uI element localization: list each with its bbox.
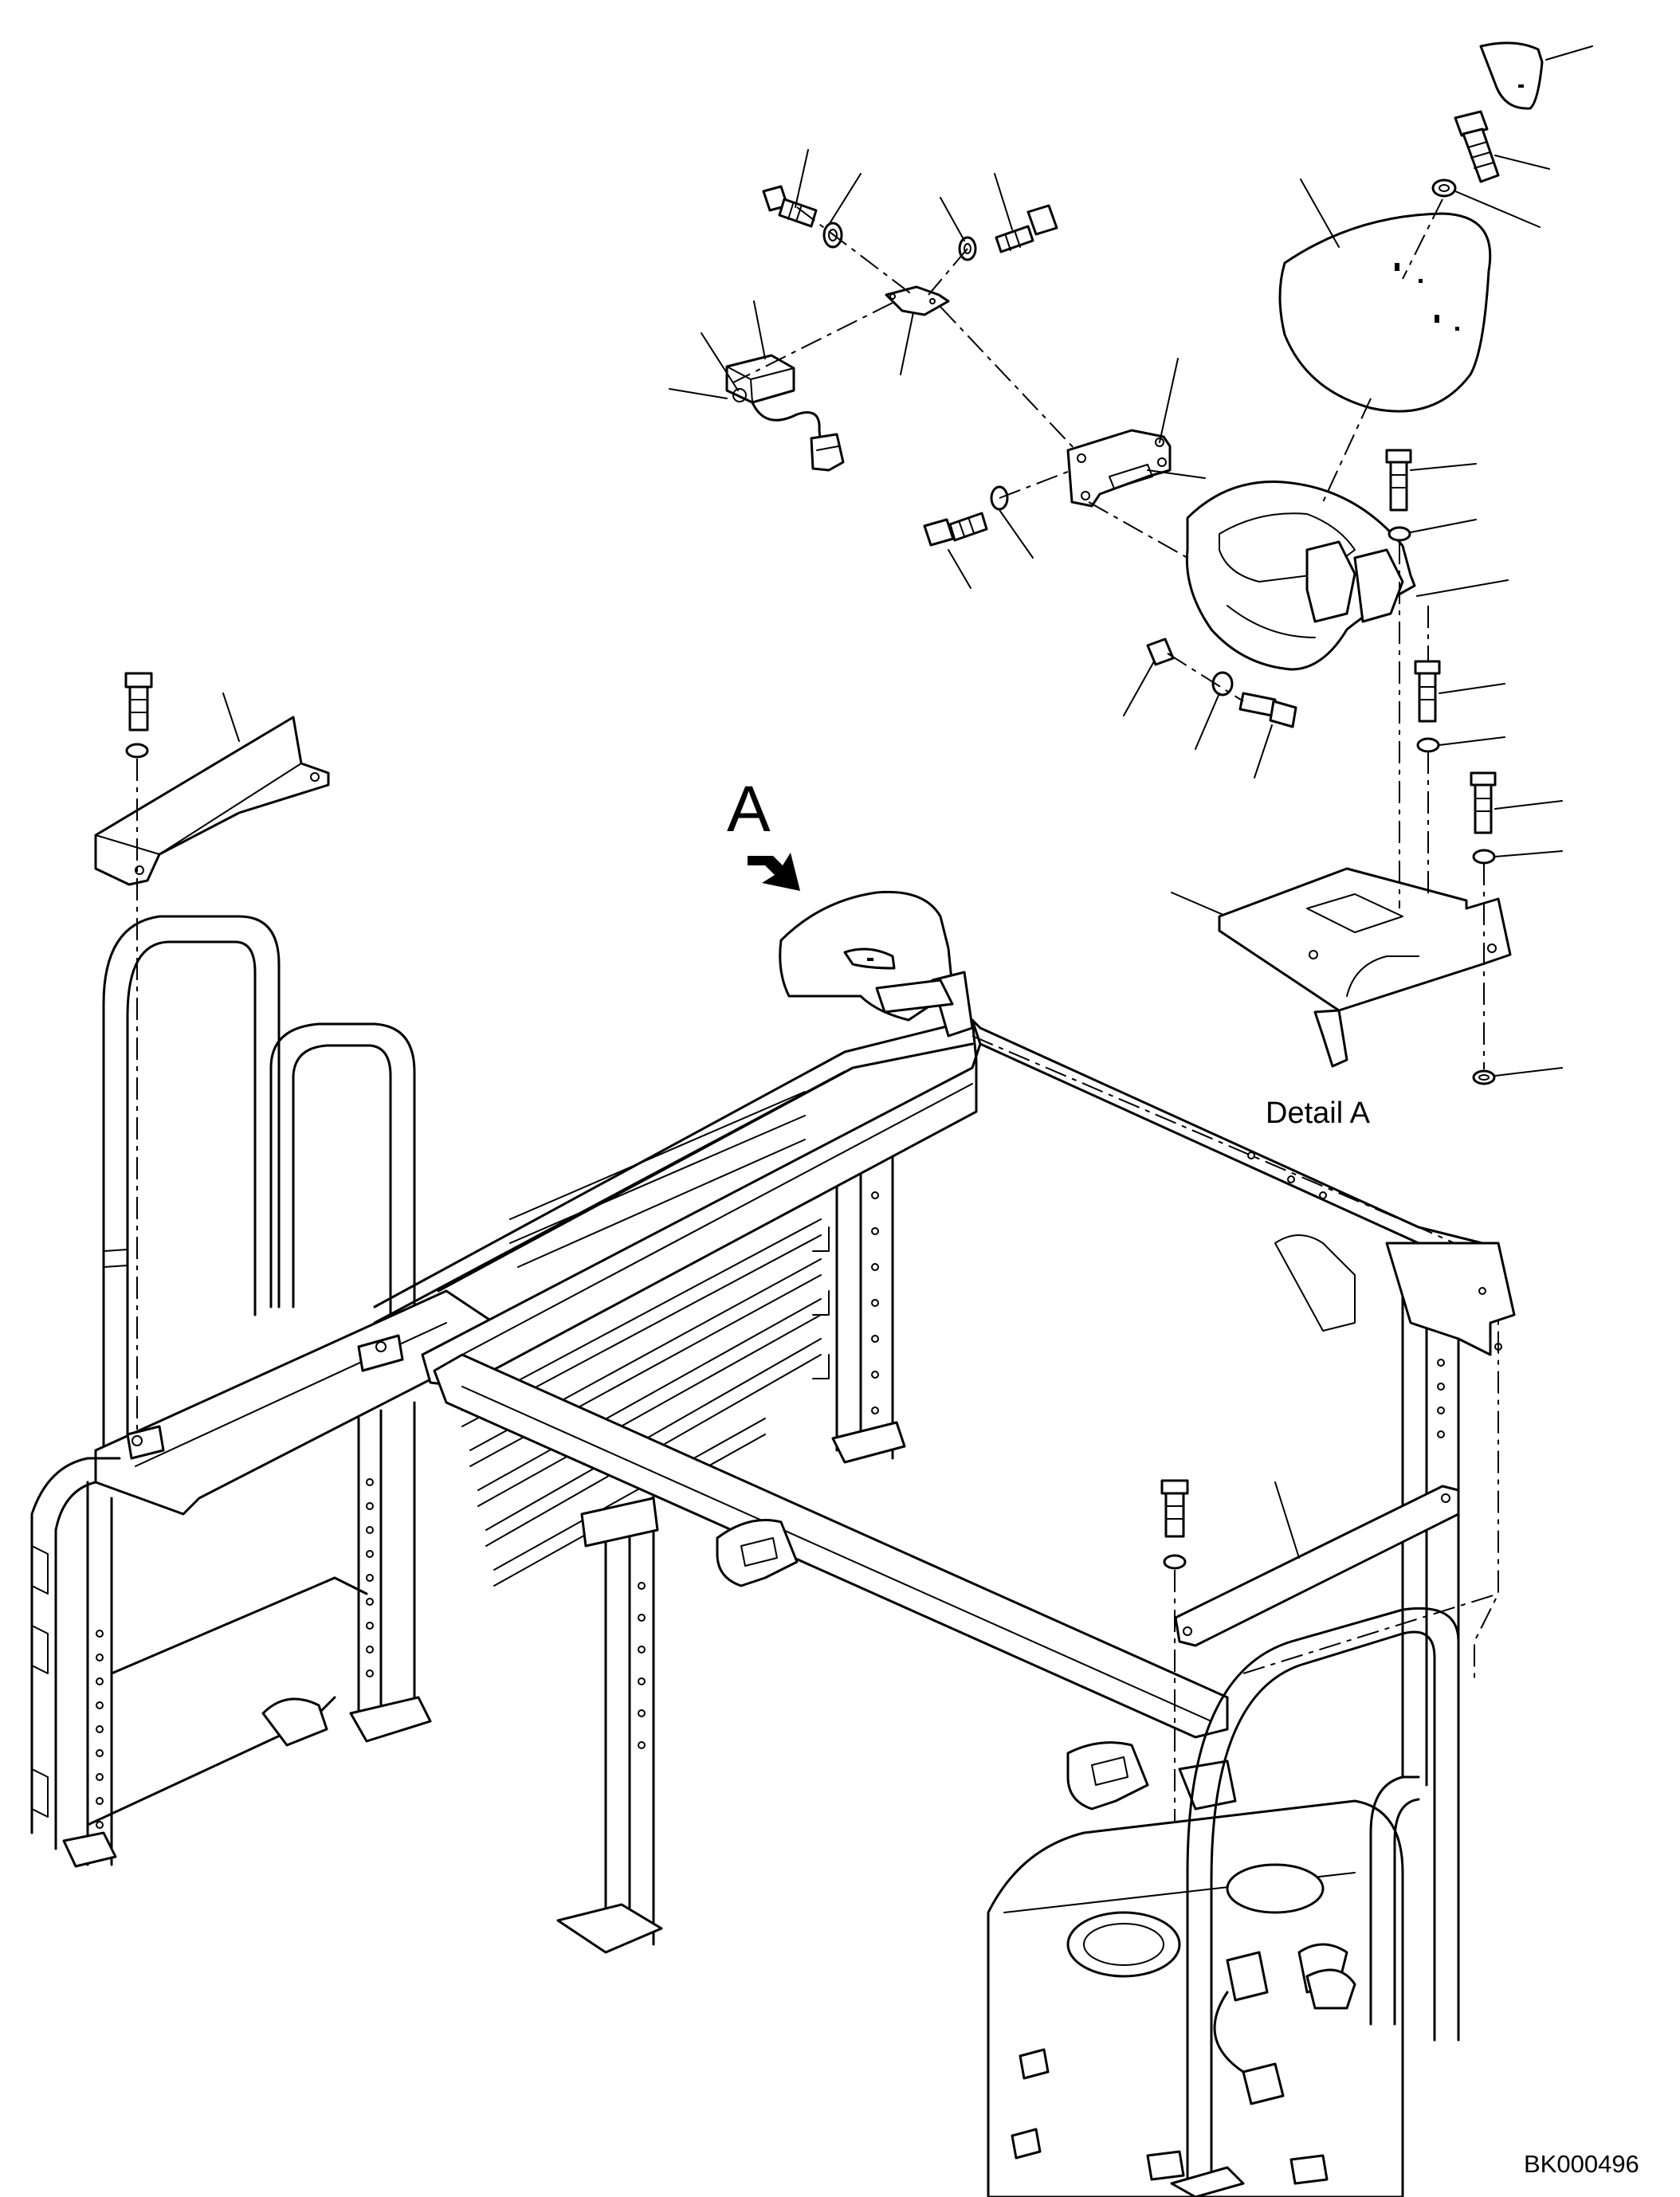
bolt — [1238, 692, 1297, 728]
bolt — [1470, 771, 1497, 834]
upright-holes — [871, 1191, 879, 1414]
limit-switch — [725, 354, 845, 472]
small-bracket — [885, 285, 950, 316]
bolt — [1414, 660, 1441, 723]
bolt — [923, 512, 988, 547]
tank-cap — [1226, 1863, 1325, 1914]
inner-handrail — [269, 1022, 416, 1340]
upper-rail — [373, 1018, 982, 1308]
clamp-bracket — [716, 1519, 799, 1587]
spacer — [1146, 638, 1175, 666]
front-beam — [433, 1353, 1229, 1739]
detail-a-assembly — [669, 41, 1593, 1085]
washer — [1431, 179, 1457, 198]
headrest-bracket — [1185, 481, 1416, 671]
view-arrow-icon — [748, 853, 800, 891]
tank-cap — [1066, 1911, 1181, 1978]
bolt — [1385, 449, 1412, 512]
detail-caption: Detail A — [1266, 1097, 1370, 1130]
bolt — [762, 185, 818, 228]
washer — [1416, 737, 1440, 753]
headrest-cap — [1479, 41, 1544, 110]
washer — [1472, 1069, 1496, 1085]
cushion-slot — [1395, 263, 1399, 271]
bolt — [124, 672, 153, 732]
left-deck — [94, 1289, 496, 1516]
washer — [1388, 526, 1411, 542]
bolt — [1454, 110, 1500, 183]
washer — [125, 743, 149, 759]
hinge-bracket — [1066, 429, 1172, 508]
frame-holes — [96, 1630, 104, 1829]
drawing-code: BK000496 — [1524, 2150, 1639, 2178]
right-handrail — [1186, 1607, 1460, 2185]
pump-fitting — [1226, 1951, 1269, 2002]
small-strap — [1174, 1485, 1460, 1647]
washer — [1163, 1554, 1187, 1570]
front-post-holes — [638, 1582, 646, 1749]
right-frame-outline — [971, 1035, 1499, 1681]
washer — [1211, 671, 1234, 696]
left-cover-plate — [94, 672, 330, 1434]
bolt — [995, 204, 1058, 253]
cap-mark — [1518, 84, 1524, 88]
right-upright-holes — [1437, 1287, 1502, 1438]
detail-a-centerlines — [732, 198, 1485, 1069]
view-letter: A — [727, 773, 771, 845]
left-frame — [30, 1457, 121, 1834]
clamp-bracket — [1066, 1741, 1149, 1811]
headrest-base-plate — [1218, 867, 1512, 1012]
main-frame — [30, 890, 1516, 2197]
left-handrail — [102, 915, 281, 1452]
detail-a-leaders — [669, 45, 1593, 1077]
headrest-cushion — [1278, 212, 1492, 413]
post-holes — [366, 1478, 374, 1677]
bolt — [1160, 1479, 1189, 1538]
right-top-beam — [979, 1026, 1500, 1277]
beam-holes — [1247, 1151, 1327, 1199]
washer — [1472, 849, 1496, 865]
